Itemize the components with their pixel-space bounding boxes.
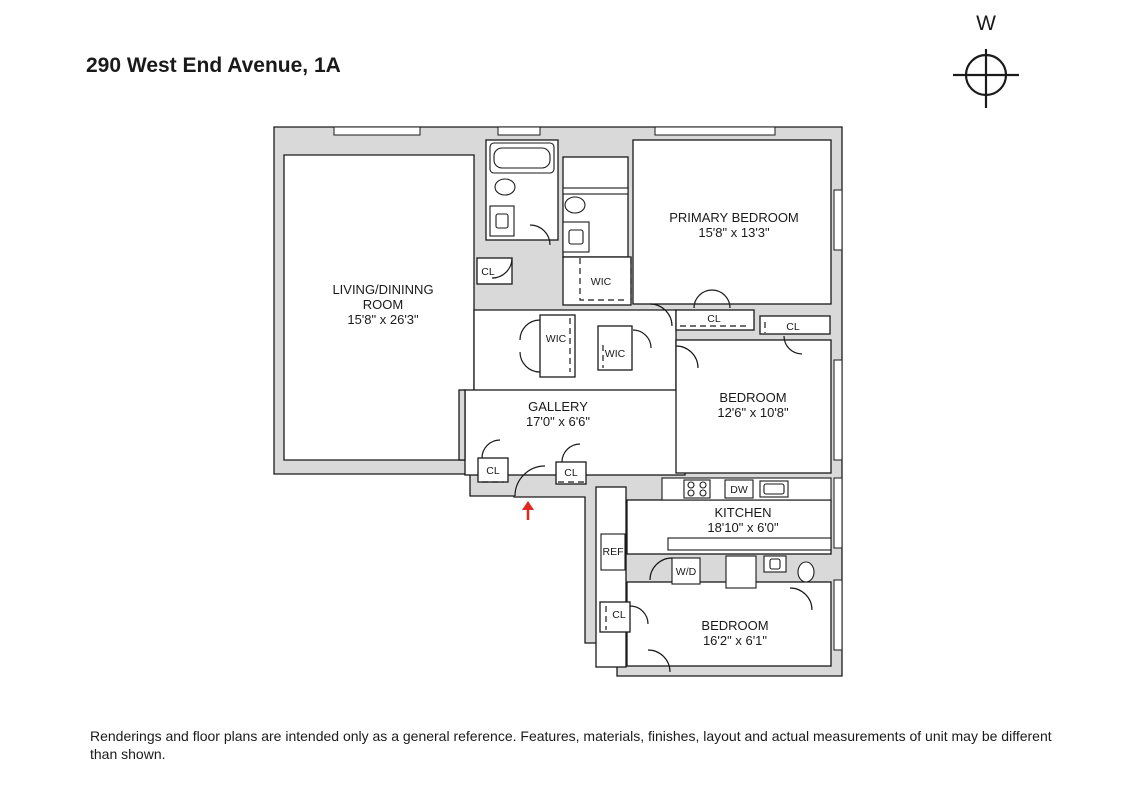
bedroom-three-dims: 16'2" x 6'1" xyxy=(703,633,767,648)
washer-dryer xyxy=(671,557,701,585)
closet-entry-right xyxy=(555,461,587,485)
bedroom-three-name: BEDROOM xyxy=(701,618,768,633)
living-room-name-2: ROOM xyxy=(363,297,403,312)
closet-primary-2 xyxy=(759,315,831,335)
wic-label: WIC xyxy=(546,333,567,345)
dishwasher xyxy=(724,479,754,499)
compass: W xyxy=(950,12,1022,112)
toilet-icon xyxy=(797,561,815,583)
bedroom-two-dims: 12'6" x 10'8" xyxy=(717,405,789,420)
closet-label: CL xyxy=(786,321,800,333)
wic-label: WIC xyxy=(591,276,612,288)
kitchen-counter-lower xyxy=(667,537,832,551)
closet-label: CL xyxy=(564,467,578,479)
living-room-name-1: LIVING/DININNG xyxy=(332,282,433,297)
compass-direction-label: W xyxy=(976,12,996,35)
gallery-name: GALLERY xyxy=(528,399,588,414)
entry-arrow-icon xyxy=(522,501,534,520)
bedroom-three xyxy=(626,581,832,667)
wic-primary xyxy=(562,256,632,306)
dishwasher-label: DW xyxy=(730,484,748,496)
closet-label: CL xyxy=(481,266,495,278)
bedroom-two xyxy=(675,339,832,474)
kitchen-name: KITCHEN xyxy=(714,505,771,520)
side-corridor xyxy=(595,486,627,668)
gallery-dims: 17'0" x 6'6" xyxy=(526,414,590,429)
closet-label: CL xyxy=(612,609,626,621)
wic-label: WIC xyxy=(605,348,626,360)
stove-icon xyxy=(683,479,711,499)
windows-top xyxy=(333,126,776,136)
living-room-dims: 15'8" x 26'3" xyxy=(347,312,419,327)
refrigerator-label: REF xyxy=(603,546,624,558)
page-title: 290 West End Avenue, 1A xyxy=(86,54,341,77)
washer-dryer-label: W/D xyxy=(676,566,697,578)
primary-bedroom xyxy=(632,139,832,305)
primary-bedroom-dims: 15'8" x 13'3" xyxy=(698,225,770,240)
wic-gallery-left xyxy=(539,314,576,378)
toilet-icon xyxy=(494,178,516,196)
bedroom-two-name: BEDROOM xyxy=(719,390,786,405)
compass-crosshair-icon xyxy=(953,49,1019,108)
closet-living xyxy=(476,257,513,285)
refrigerator xyxy=(600,533,626,571)
closet-entry-left xyxy=(477,457,509,483)
kitchen-dims: 18'10" x 6'0" xyxy=(707,520,779,535)
closet-bedroom3 xyxy=(599,601,631,633)
closet-label: CL xyxy=(486,465,500,477)
toilet-icon xyxy=(564,196,586,214)
wic-gallery-right xyxy=(597,325,633,371)
closet-primary xyxy=(675,309,755,331)
closet-label: CL xyxy=(707,313,721,325)
disclaimer-text: Renderings and floor plans are intended … xyxy=(90,728,1052,762)
primary-bedroom-name: PRIMARY BEDROOM xyxy=(669,210,799,225)
storage-cabinet xyxy=(725,555,757,589)
windows-right xyxy=(833,189,843,651)
entry-door-arc xyxy=(514,465,546,497)
shower-ledge-icon xyxy=(562,187,629,195)
